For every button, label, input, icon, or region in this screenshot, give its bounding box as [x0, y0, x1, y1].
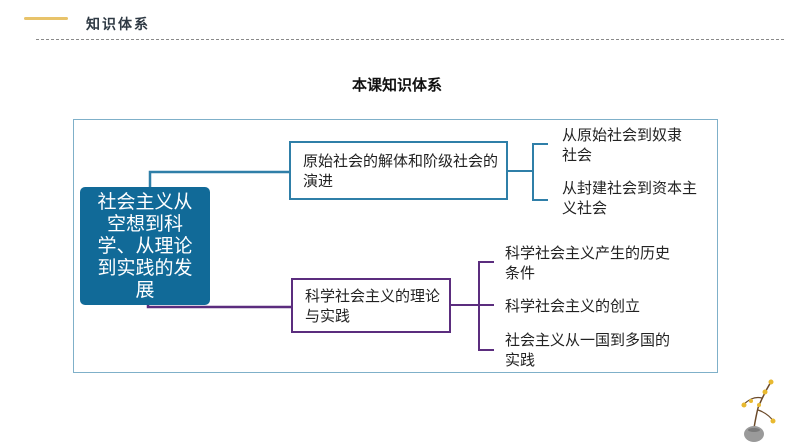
- connector-root-branch2: [146, 305, 291, 309]
- diagram-title: 本课知识体系: [351, 76, 442, 94]
- leaf-node-2-2: 科学社会主义的创立: [505, 297, 641, 315]
- bracket-branch2: [451, 261, 494, 351]
- root-node: 社会主义从空想到科学、从理论到实践的发展: [80, 187, 210, 305]
- header-accent-mark: [24, 17, 68, 20]
- section-title: 知识体系: [86, 17, 150, 33]
- header-divider: [36, 39, 784, 40]
- branch-node-2: 科学社会主义的理论与实践: [291, 278, 451, 333]
- connector-root-branch1: [148, 170, 289, 187]
- branch-node-1: 原始社会的解体和阶级社会的演进: [289, 141, 508, 200]
- diagram-frame: [73, 119, 718, 373]
- leaf-node-2-1: 科学社会主义产生的历史条件: [505, 244, 671, 282]
- leaf-node-2-3: 社会主义从一国到多国的实践: [505, 331, 671, 369]
- bracket-branch1: [508, 143, 548, 201]
- leaf-node-1-1: 从原始社会到奴隶社会: [562, 126, 683, 164]
- leaf-node-1-2: 从封建社会到资本主义社会: [562, 179, 698, 217]
- plum-blossom-vase-icon: [741, 379, 776, 442]
